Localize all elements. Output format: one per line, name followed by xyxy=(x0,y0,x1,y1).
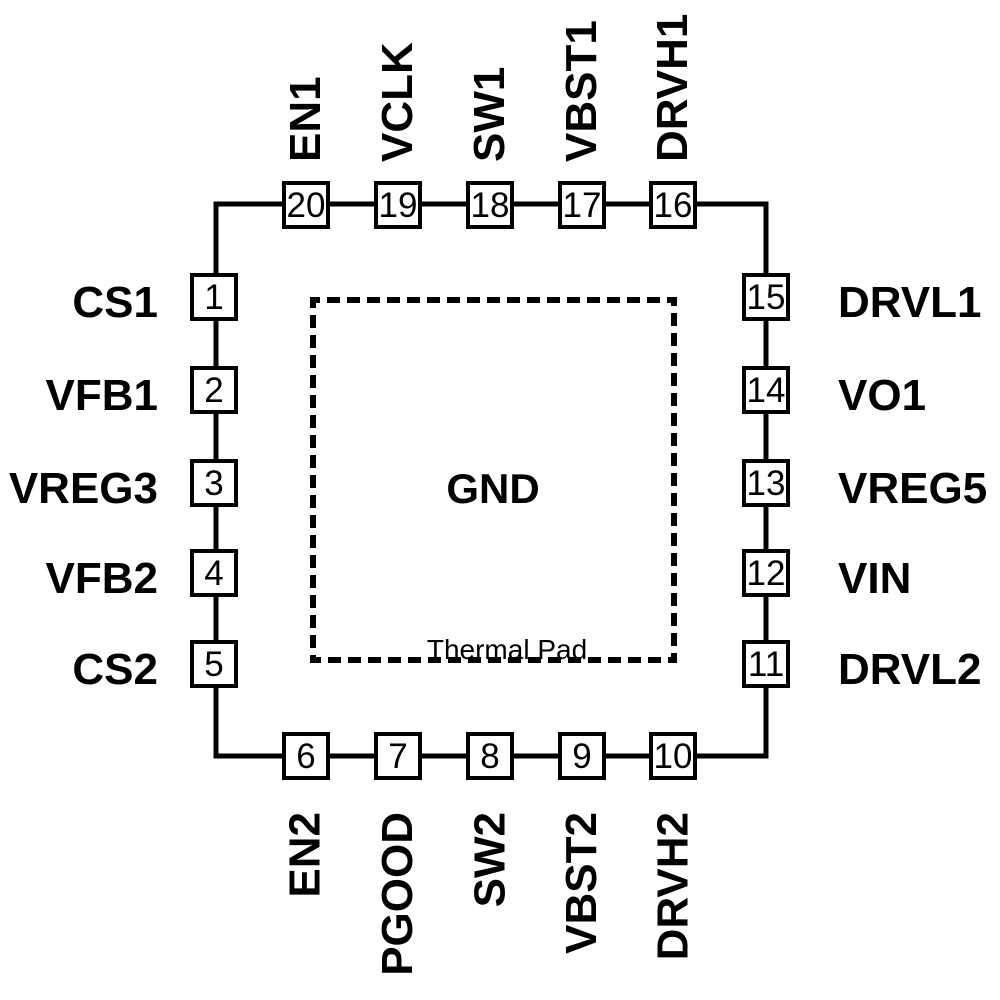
pin-9-number: 9 xyxy=(572,736,592,776)
pin-14-number: 14 xyxy=(746,370,786,410)
pin-16-box: 16 xyxy=(649,181,697,229)
pin-13-box: 13 xyxy=(742,459,790,507)
pin-14-label: VO1 xyxy=(838,371,927,420)
pin-17-box: 17 xyxy=(558,181,606,229)
pin-15-number: 15 xyxy=(746,277,786,317)
pin-11-number: 11 xyxy=(747,644,785,684)
pin-4-box: 4 xyxy=(190,549,238,597)
pin-9-box: 9 xyxy=(558,732,606,780)
pin-2-number: 2 xyxy=(204,370,224,410)
pin-20-box: 20 xyxy=(282,181,330,229)
pin-13-number: 13 xyxy=(746,463,786,503)
pin-6-number: 6 xyxy=(296,736,316,776)
pin-2-box: 2 xyxy=(190,366,238,414)
pin-7-box: 7 xyxy=(374,732,422,780)
thermal-pad-outline xyxy=(310,297,677,663)
pin-10-number: 10 xyxy=(653,736,693,776)
pin-1-box: 1 xyxy=(190,273,238,321)
pin-20-number: 20 xyxy=(286,185,326,225)
pin-15-label: DRVL1 xyxy=(838,278,982,327)
pin-12-number: 12 xyxy=(746,553,786,593)
pin-17-label: VBST1 xyxy=(557,20,606,162)
pin-3-number: 3 xyxy=(204,463,224,503)
pin-3-label: VREG3 xyxy=(8,464,158,513)
pin-5-box: 5 xyxy=(190,640,238,688)
pin-1-number: 1 xyxy=(204,277,224,317)
pin-12-box: 12 xyxy=(742,549,790,597)
pin-4-label: VFB2 xyxy=(45,554,158,603)
pin-9-label: VBST2 xyxy=(557,812,606,954)
pin-1-label: CS1 xyxy=(72,278,158,327)
pin-19-label: VCLK xyxy=(373,42,422,162)
pin-8-box: 8 xyxy=(466,732,514,780)
pin-7-label: PGOOD xyxy=(373,812,422,976)
pin-19-box: 19 xyxy=(374,181,422,229)
pin-19-number: 19 xyxy=(378,185,418,225)
pin-14-box: 14 xyxy=(742,366,790,414)
pin-8-label: SW2 xyxy=(465,812,514,908)
pin-11-label: DRVL2 xyxy=(838,645,982,694)
pin-3-box: 3 xyxy=(190,459,238,507)
pin-16-label: DRVH1 xyxy=(648,13,697,162)
pin-6-box: 6 xyxy=(282,732,330,780)
pin-16-number: 16 xyxy=(653,185,693,225)
pin-18-label: SW1 xyxy=(465,66,514,162)
pin-8-number: 8 xyxy=(480,736,500,776)
pin-12-label: VIN xyxy=(838,554,912,603)
pin-10-box: 10 xyxy=(649,732,697,780)
pin-20-label: EN1 xyxy=(281,76,330,162)
pin-13-label: VREG5 xyxy=(838,464,988,513)
pin-17-number: 17 xyxy=(562,185,602,225)
pin-18-box: 18 xyxy=(466,181,514,229)
pin-15-box: 15 xyxy=(742,273,790,321)
pin-18-number: 18 xyxy=(470,185,510,225)
pin-6-label: EN2 xyxy=(281,812,330,898)
pin-4-number: 4 xyxy=(204,553,224,593)
thermal-pad-caption: Thermal Pad xyxy=(426,634,588,665)
pin-2-label: VFB1 xyxy=(45,371,158,420)
pin-5-label: CS2 xyxy=(72,645,158,694)
pin-10-label: DRVH2 xyxy=(648,812,697,961)
pin-7-number: 7 xyxy=(388,736,408,776)
thermal-pad-gnd-label: GND xyxy=(446,465,540,512)
pin-5-number: 5 xyxy=(204,644,224,684)
pin-11-box: 11 xyxy=(742,640,790,688)
